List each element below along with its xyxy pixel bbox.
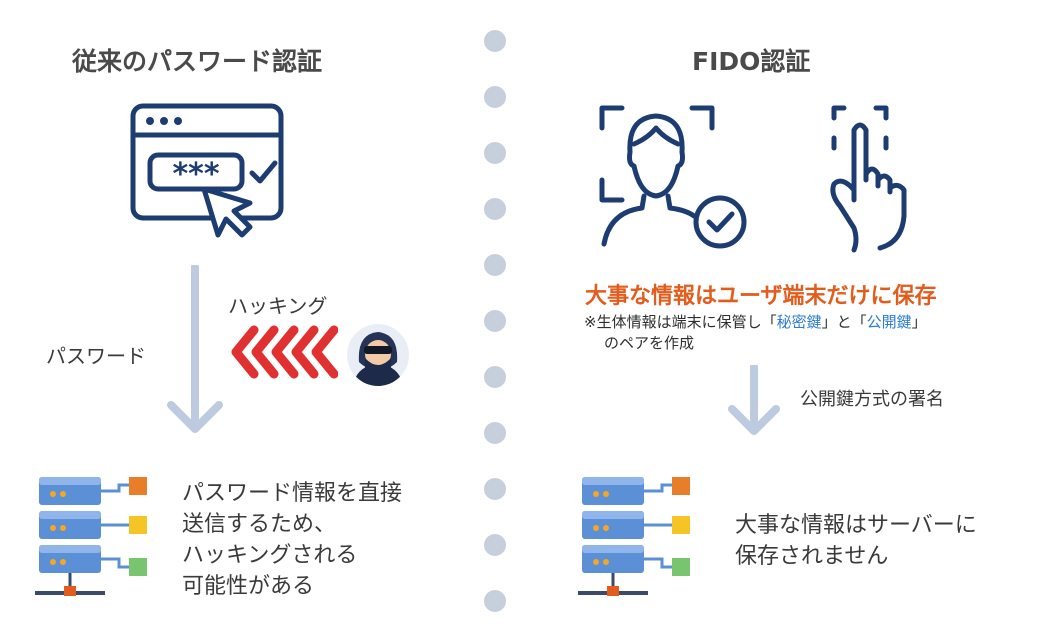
note-line2: のペアを作成 xyxy=(604,334,695,352)
fido-highlight-text: 大事な情報はユーザ端末だけに保存 xyxy=(585,284,937,309)
left-description-line: 可能性がある xyxy=(182,574,315,599)
divider-dot xyxy=(484,366,506,388)
right-down-arrow xyxy=(728,365,780,435)
divider-dot xyxy=(484,198,506,220)
touch-authentication-icon xyxy=(830,105,907,253)
left-server-icon xyxy=(35,477,147,596)
divider-dot xyxy=(484,534,506,556)
left-description-line: パスワード情報を直接 xyxy=(182,481,403,506)
right-server-icon xyxy=(578,477,690,596)
signature-label: 公開鍵方式の署名 xyxy=(800,389,944,410)
right-description-line: 大事な情報はサーバーに xyxy=(735,513,977,538)
password-mask-text: *** xyxy=(172,157,219,192)
divider-dot xyxy=(484,422,506,444)
hacker-icon xyxy=(347,324,409,386)
private-key-text: 秘密鍵 xyxy=(776,313,822,331)
divider-dot xyxy=(484,86,506,108)
divider-dot xyxy=(484,142,506,164)
password-label: パスワード xyxy=(46,344,146,368)
left-description: パスワード情報を直接 送信するため、 ハッキングされる 可能性がある xyxy=(182,478,402,602)
divider-dot xyxy=(484,310,506,332)
note-mid: 」と「 xyxy=(821,313,867,331)
legacy-auth-title: 従来のパスワード認証 xyxy=(72,47,323,76)
hacking-chevrons-icon xyxy=(231,325,338,379)
left-description-line: ハッキングされる xyxy=(182,543,358,568)
public-key-text: 公開鍵 xyxy=(866,313,912,331)
hacking-label: ハッキング xyxy=(228,294,328,318)
fido-auth-title: FIDO認証 xyxy=(692,47,811,76)
divider-dot xyxy=(484,478,506,500)
browser-password-icon: *** xyxy=(130,103,284,238)
divider-dot xyxy=(484,30,506,52)
left-description-line: 送信するため、 xyxy=(182,512,337,537)
left-down-arrow xyxy=(167,265,223,433)
note-suffix: 」 xyxy=(911,313,927,331)
face-recognition-icon xyxy=(599,105,747,249)
note-prefix: ※生体情報は端末に保管し「 xyxy=(584,313,777,331)
divider-dot xyxy=(484,590,506,612)
key-pair-note: ※生体情報は端末に保管し「秘密鍵」と「公開鍵」 のペアを作成 xyxy=(584,312,927,354)
right-description-line: 保存されません xyxy=(735,544,889,569)
divider-dot xyxy=(484,254,506,276)
right-description: 大事な情報はサーバーに 保存されません xyxy=(735,510,977,572)
